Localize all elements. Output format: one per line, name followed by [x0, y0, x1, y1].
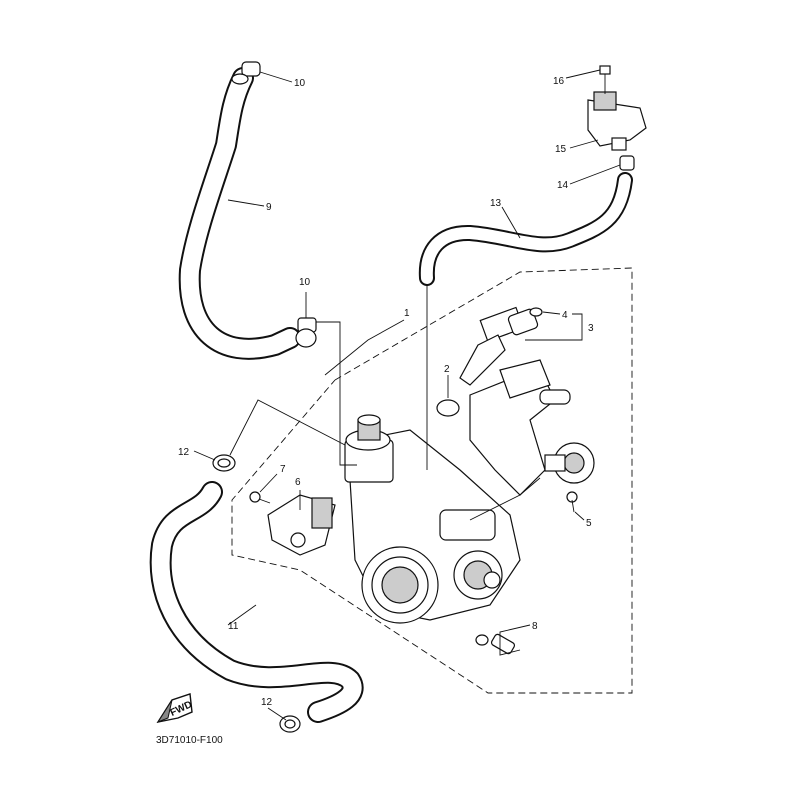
assembly-boundary [231, 267, 633, 694]
clamp-10-top [231, 61, 261, 85]
callout-16: 16 [553, 76, 565, 87]
throttle-body-1 [344, 414, 521, 624]
clamp-10-mid [295, 317, 317, 348]
screw-7 [249, 491, 271, 504]
screw-5 [566, 491, 578, 513]
figure-code: 3D71010-F100 [156, 735, 223, 746]
screw-8 [475, 633, 516, 655]
hose-13 [418, 172, 633, 286]
callout-10-top: 10 [294, 78, 306, 89]
callout-3: 3 [588, 323, 594, 334]
leader-lines [193, 69, 621, 721]
seal-2 [436, 399, 460, 417]
callout-15: 15 [555, 144, 567, 155]
callout-8: 8 [532, 621, 538, 632]
callout-labels: 10 9 10 12 7 6 11 12 1 2 4 3 5 8 13 14 1… [178, 76, 594, 708]
clamp-12-upper [212, 454, 236, 472]
forward-arrow-icon: FWD [156, 693, 194, 724]
clamp-14 [619, 155, 635, 171]
callout-1: 1 [404, 308, 410, 319]
callout-5: 5 [586, 518, 592, 529]
callout-6: 6 [295, 477, 301, 488]
callout-12-upper: 12 [178, 447, 190, 458]
injector-housing [469, 359, 595, 496]
map-sensor-15 [587, 91, 647, 151]
callout-12-lower: 12 [261, 697, 273, 708]
clamp-12-lower [279, 715, 301, 733]
throttle-position-sensor-6 [267, 494, 336, 556]
callout-11: 11 [228, 621, 239, 632]
callout-13: 13 [490, 198, 502, 209]
callout-10-mid: 10 [299, 277, 311, 288]
callout-14: 14 [557, 180, 569, 191]
callout-4: 4 [562, 310, 568, 321]
callout-7: 7 [280, 464, 286, 475]
callout-9: 9 [266, 202, 272, 213]
bolt-16 [599, 65, 611, 94]
callout-2: 2 [444, 364, 450, 375]
injector-3 [459, 306, 539, 386]
o-ring-4 [529, 307, 543, 317]
hose-9 [178, 67, 301, 360]
hose-11 [149, 481, 364, 723]
